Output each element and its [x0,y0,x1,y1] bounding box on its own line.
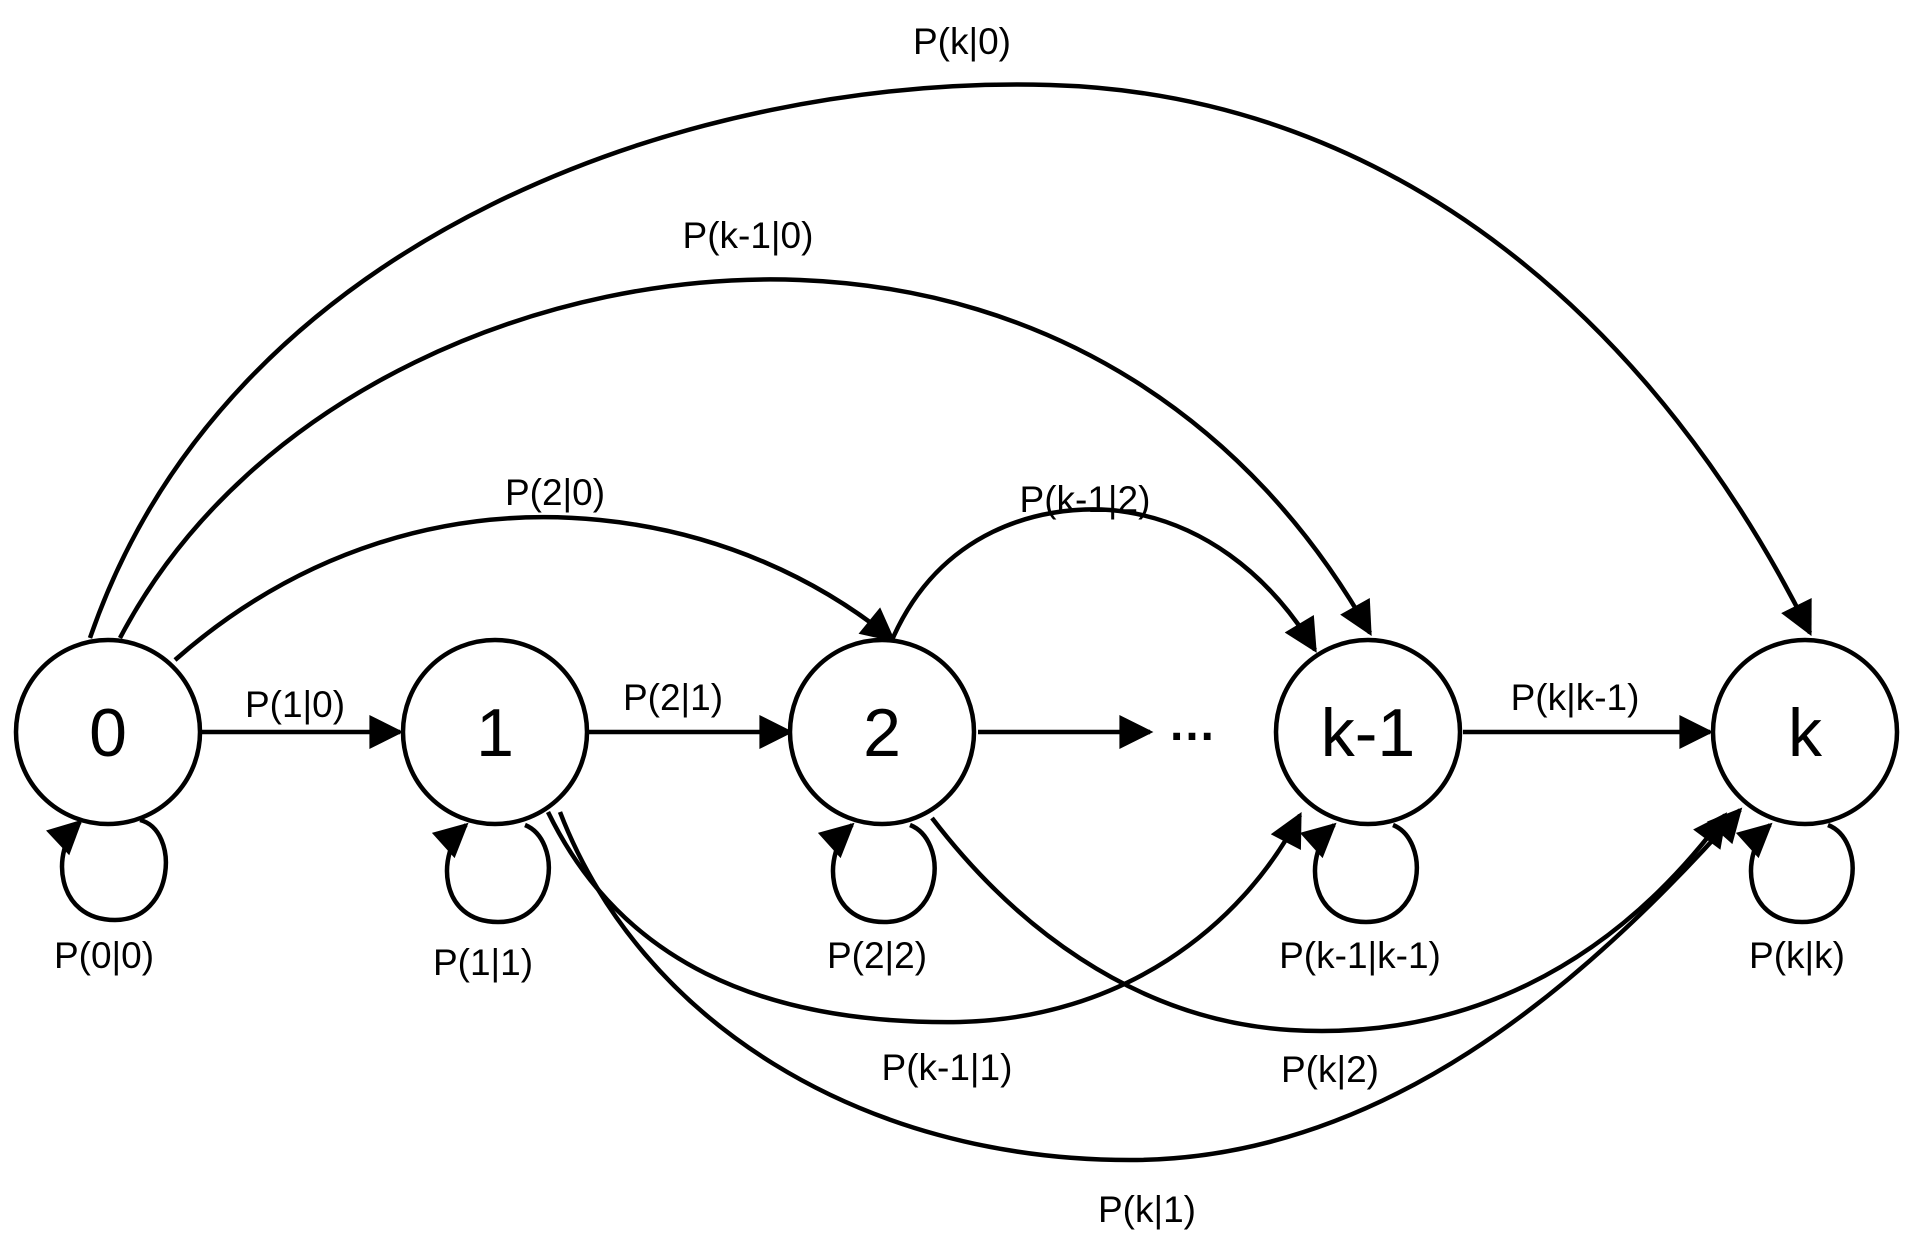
label-p-k1-0: P(k-1|0) [683,215,814,256]
label-p-0-0: P(0|0) [54,935,154,976]
label-p-k-0: P(k|0) [913,21,1011,62]
state-label: 1 [476,695,514,771]
state-1: 1 [400,637,590,827]
edge-2-from-0 [173,514,896,662]
label-p-k-k: P(k|k) [1749,935,1845,976]
label-p-2-1: P(2|1) [623,677,723,718]
label-p-k-2: P(k|2) [1281,1049,1379,1090]
edge-k-from-0 [87,82,1813,639]
label-p-k1-2: P(k-1|2) [1020,479,1151,520]
edge-k1-from-0 [118,277,1372,640]
state-0: 0 [13,637,203,827]
label-p-2-2: P(2|2) [827,935,927,976]
state-k: k [1710,637,1900,827]
label-p-k1-k1: P(k-1|k-1) [1279,935,1441,976]
label-p-1-1: P(1|1) [433,942,533,983]
state-label: 0 [89,695,127,771]
state-2: 2 [787,637,977,827]
state-label: k-1 [1321,695,1415,771]
state-k-1: k-1 [1273,637,1463,827]
self-loop-2 [817,822,937,925]
edge-k-from-2 [930,812,1728,1034]
label-p-2-0: P(2|0) [505,472,605,513]
state-label: 2 [863,695,901,771]
self-loop-k [1735,822,1855,925]
ellipsis: … [1168,698,1216,751]
label-p-k-1: P(k|1) [1098,1189,1196,1230]
label-p-k1-1: P(k-1|1) [882,1047,1013,1088]
edge-k1-from-2 [889,507,1317,653]
self-loop-k1 [1299,822,1420,925]
state-label: k [1788,695,1823,771]
self-loop-1 [431,822,552,925]
self-loop-0 [46,817,169,923]
label-p-k-k1: P(k|k-1) [1511,677,1640,718]
label-p-1-0: P(1|0) [245,684,345,725]
edge-k-from-1 [557,807,1743,1163]
edge-k1-from-1 [545,811,1302,1025]
